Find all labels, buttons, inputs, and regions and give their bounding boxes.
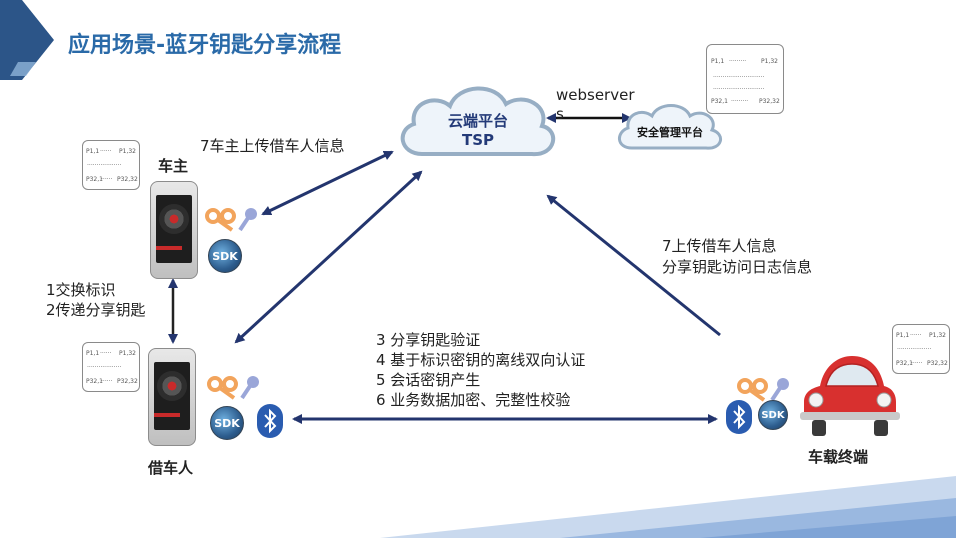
sdk-icon: SDK (208, 239, 242, 273)
key-bottom-right: P32,32 (117, 378, 138, 385)
key-top-left: P1,1 (86, 148, 100, 155)
step3-text: 3 分享钥匙验证 (376, 331, 481, 349)
page-title: 应用场景-蓝牙钥匙分享流程 (68, 33, 342, 58)
header-chevron-decoration (0, 0, 54, 80)
key-dots: ······ (910, 332, 922, 339)
borrower-phone (148, 348, 196, 446)
bluetooth-icon (257, 404, 283, 438)
exchange-label: 1交换标识 2传递分享钥匙 (46, 280, 146, 320)
bluetooth-icon (726, 400, 752, 434)
key-bottom-left: P32,1 (711, 98, 728, 105)
key-dots: ··························· (713, 74, 765, 81)
key-top-left: P1,1 (896, 332, 910, 339)
key-dots: ······ (911, 360, 923, 367)
phone-status-bar (154, 413, 180, 417)
owner-phone (150, 181, 198, 279)
steps-label: 3 分享钥匙验证 4 基于标识密钥的离线双向认证 5 会话密钥产生 6 业务数据… (376, 330, 585, 410)
key-dots: ·················· (897, 346, 932, 353)
key-icon (205, 208, 257, 232)
cloud-tsp-shape (400, 86, 556, 157)
key-dots: ··························· (713, 86, 765, 93)
key-bottom-right: P32,32 (927, 360, 948, 367)
borrower-label: 借车人 (148, 459, 194, 477)
vehicle-upload-line2: 分享钥匙访问日志信息 (662, 258, 813, 276)
key-icon (207, 376, 259, 400)
security-platform-label: 安全管理平台 (637, 126, 703, 139)
key-icon (737, 378, 789, 402)
key-list-owner: P1,1 ······ P1,32 ·················· P32… (82, 140, 140, 190)
key-bottom-right: P32,32 (759, 98, 780, 105)
step5-text: 5 会话密钥产生 (376, 371, 481, 389)
webserver-line2: s (556, 105, 564, 123)
key-dots: ········· (731, 98, 749, 105)
key-top-left: P1,1 (711, 58, 725, 65)
key-dots: ·················· (87, 364, 122, 371)
key-top-left: P1,1 (86, 350, 100, 357)
cloud-label-line2: TSP (461, 131, 495, 149)
owner-label: 车主 (158, 157, 189, 175)
arrow-borrower-cloud (234, 170, 423, 344)
key-dots: ······ (101, 176, 113, 183)
arrow-vehicle-cloud (546, 194, 721, 337)
key-bottom-left: P32,1 (86, 176, 103, 183)
exchange-line1: 1交换标识 (46, 281, 116, 299)
vehicle-label: 车载终端 (808, 448, 869, 466)
key-dots: ······ (101, 378, 113, 385)
security-cloud-shape (618, 104, 722, 150)
phone-dial-icon (159, 204, 189, 234)
key-top-right: P1,32 (761, 58, 778, 65)
owner-upload-label: 7车主上传借车人信息 (200, 137, 345, 155)
cloud-tsp-label: 云端平台 TSP (430, 110, 526, 149)
key-dots: ······ (100, 350, 112, 357)
key-dots: ········· (729, 58, 747, 65)
step6-text: 6 业务数据加密、完整性校验 (376, 391, 571, 409)
phone-status-bar (156, 246, 182, 250)
footer-wave-decoration (380, 476, 956, 538)
arrow-owner-cloud (261, 150, 394, 216)
key-bottom-left: P32,1 (896, 360, 913, 367)
phone-dial-icon (157, 371, 187, 401)
key-list-vehicle: P1,1 ······ P1,32 ·················· P32… (892, 324, 950, 374)
key-dots: ·················· (87, 162, 122, 169)
key-top-right: P1,32 (119, 350, 136, 357)
cloud-label-line1: 云端平台 (447, 112, 508, 130)
key-top-right: P1,32 (929, 332, 946, 339)
key-list-borrower: P1,1 ······ P1,32 ·················· P32… (82, 342, 140, 392)
vehicle-upload-line1: 7上传借车人信息 (662, 237, 777, 255)
sdk-icon: SDK (758, 400, 788, 430)
webserver-label: webserver s (556, 86, 635, 124)
step4-text: 4 基于标识密钥的离线双向认证 (376, 351, 586, 369)
vehicle-upload-label: 7上传借车人信息 分享钥匙访问日志信息 (662, 236, 812, 278)
webserver-line1: webserver (556, 86, 635, 104)
exchange-line2: 2传递分享钥匙 (46, 301, 146, 319)
sdk-icon: SDK (210, 406, 244, 440)
key-bottom-left: P32,1 (86, 378, 103, 385)
key-list-security: P1,1 ········· P1,32 ···················… (706, 44, 784, 114)
key-top-right: P1,32 (119, 148, 136, 155)
car-icon (800, 356, 900, 436)
key-dots: ······ (100, 148, 112, 155)
key-bottom-right: P32,32 (117, 176, 138, 183)
